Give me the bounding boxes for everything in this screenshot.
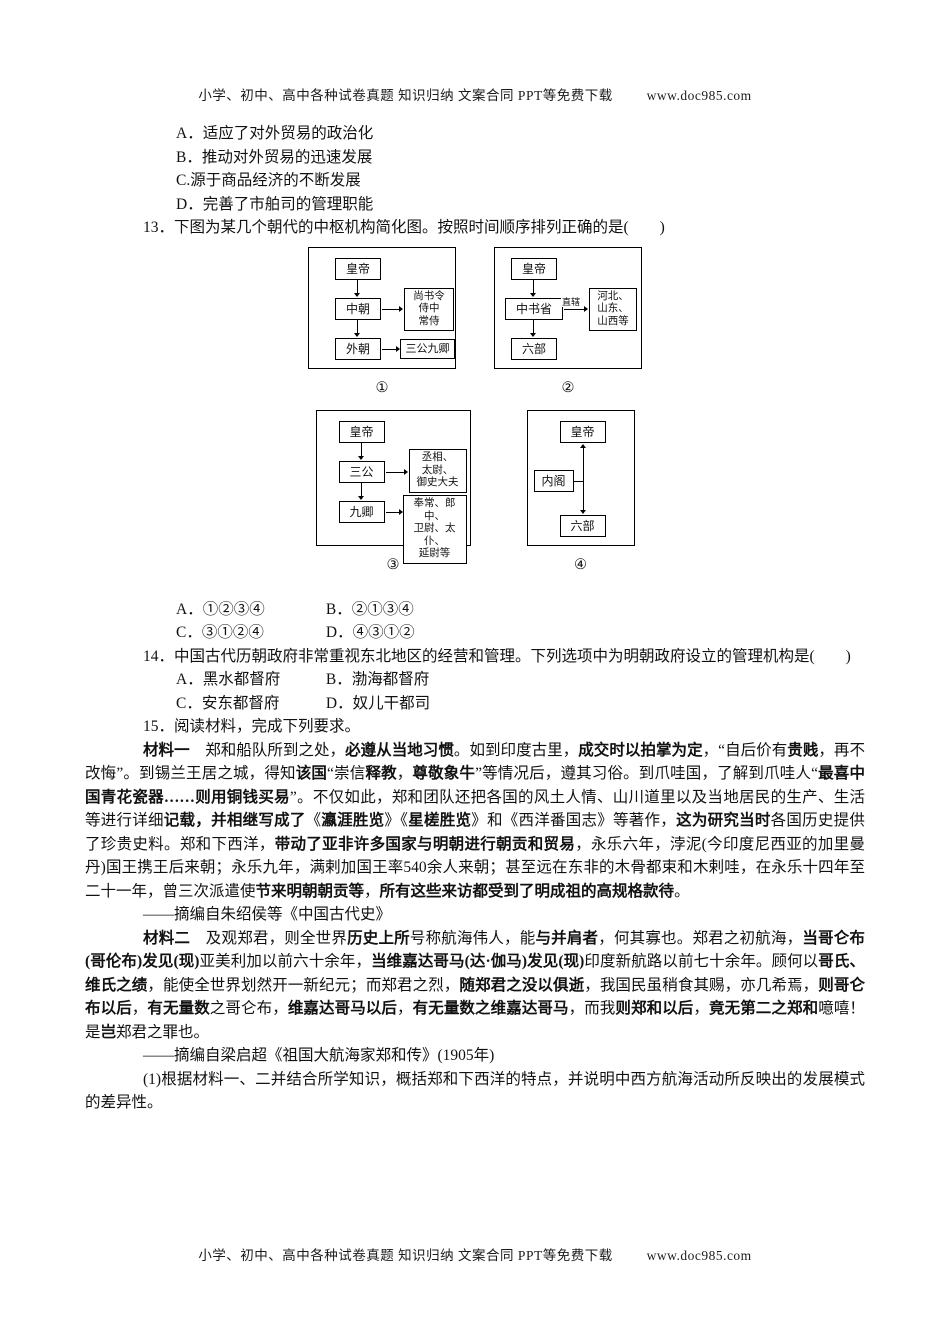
node-provinces: 河北、 山东、 山西等 — [589, 287, 637, 331]
arrow-down-icon — [530, 319, 536, 337]
question-15-stem: 15．阅读材料，完成下列要求。 — [143, 718, 361, 735]
diagram-row-2: 皇帝 三公 丞相、 太尉、 御史大夫 九卿 奉常、郎中、 卫尉、太仆、 延尉等 … — [85, 410, 865, 578]
node-six-ministries: 六部 — [559, 515, 606, 537]
node-inner-court: 中朝 — [335, 297, 381, 320]
question-12-option-d: D．完善了市舶司的管理职能 — [176, 195, 374, 213]
node-emperor: 皇帝 — [338, 421, 385, 443]
diagram-2: 皇帝 中书省 直辖 河北、 山东、 山西等 六部 ② — [494, 246, 642, 401]
edge-label-direct-rule: 直辖 — [561, 296, 582, 307]
arrow-right-icon — [382, 345, 400, 352]
connector-line — [573, 481, 583, 482]
header-banner-url-link[interactable]: www.doc985.com — [646, 88, 752, 103]
diagram-2-frame: 皇帝 中书省 直辖 河北、 山东、 山西等 六部 — [494, 246, 642, 369]
question-14-stem: 14．中国古代历朝政府非常重视东北地区的经营和管理。下列选项中为明朝政府设立的管… — [143, 647, 851, 665]
node-sangong: 三公 — [338, 461, 385, 483]
material-one-source: ——摘编自朱绍侯等《中国古代史》 — [143, 906, 392, 923]
question-14-options-row-1: A．黑水都督府 B．渤海都督府 — [85, 668, 865, 692]
node-outer-court: 外朝 — [335, 337, 381, 360]
diagram-1-label: ① — [375, 379, 389, 396]
node-sangong-jiuqing: 三公九卿 — [400, 338, 455, 359]
question-13-option-d: D．④③①② — [325, 624, 415, 641]
arrow-right-icon — [564, 305, 588, 312]
node-emperor: 皇帝 — [511, 257, 557, 280]
arrow-down-icon — [354, 319, 360, 337]
question-13-option-a: A．①②③④ — [176, 600, 265, 618]
header-banner-text: 小学、初中、高中各种试卷真题 知识归纳 文案合同 PPT等免费下载 — [198, 88, 613, 103]
footer-banner-url-link[interactable]: www.doc985.com — [646, 1248, 752, 1263]
arrow-right-icon — [385, 509, 403, 515]
node-shangshuling: 尚书令 侍中 常侍 — [404, 287, 454, 331]
node-six-ministries: 六部 — [511, 337, 557, 360]
material-two-paragraph: 材料二 及观郑君，则全世界历史上所号称航海伟人，能与并肩者，何其寡也。郑君之初航… — [85, 929, 865, 1041]
question-13-options-row-1: A．①②③④ B．②①③④ — [85, 598, 865, 622]
arrow-right-icon — [385, 469, 408, 475]
node-neige: 内阁 — [533, 470, 574, 492]
diagram-1: 皇帝 中朝 尚书令 侍中 常侍 外朝 三公九卿 ① — [308, 246, 456, 401]
footer-banner-text: 小学、初中、高中各种试卷真题 知识归纳 文案合同 PPT等免费下载 — [198, 1248, 613, 1263]
question-12-option-c: C.源于商品经济的不断发展 — [176, 172, 361, 189]
question-14-option-c: C．安东都督府 — [176, 694, 280, 712]
question-13-option-c: C．③①②④ — [176, 624, 264, 641]
question-14-option-a: A．黑水都督府 — [176, 671, 281, 688]
diagram-2-label: ② — [561, 379, 575, 396]
diagram-4: 皇帝 内阁 六部 ④ — [526, 410, 635, 578]
diagram-3-label: ③ — [386, 557, 400, 573]
diagram-4-frame: 皇帝 内阁 六部 — [526, 410, 635, 546]
diagram-row-1: 皇帝 中朝 尚书令 侍中 常侍 外朝 三公九卿 ① 皇帝 — [85, 246, 865, 401]
arrow-down-icon — [354, 279, 360, 297]
arrow-down-icon — [530, 279, 536, 297]
question-13-stem: 13．下图为某几个朝代的中枢机构简化图。按照时间顺序排列正确的是( ) — [143, 219, 665, 236]
question-14-options-row-2: C．安东都督府 D．奴儿干都司 — [85, 692, 865, 716]
node-zhongshusheng: 中书省 — [505, 297, 563, 320]
material-two-source: ——摘编自梁启超《祖国大航海家郑和传》(1905年) — [143, 1047, 495, 1064]
node-chengxiang-taiwei: 丞相、 太尉、 御史大夫 — [408, 449, 467, 493]
question-13-diagrams: 皇帝 中朝 尚书令 侍中 常侍 外朝 三公九卿 ① 皇帝 — [85, 246, 865, 578]
node-emperor: 皇帝 — [335, 257, 381, 280]
diagram-1-frame: 皇帝 中朝 尚书令 侍中 常侍 外朝 三公九卿 — [308, 246, 456, 369]
node-fengchang-langzhong: 奉常、郎中、 卫尉、太仆、 延尉等 — [402, 495, 467, 564]
question-12-option-a: A．适应了对外贸易的政治化 — [176, 125, 374, 142]
question-13-option-b: B．②①③④ — [325, 600, 414, 618]
question-15-sub-question-1: (1)根据材料一、二并结合所学知识，概括郑和下西洋的特点，并说明中西方航海活动所… — [85, 1070, 865, 1112]
footer-banner: 小学、初中、高中各种试卷真题 知识归纳 文案合同 PPT等免费下载 www.do… — [0, 1244, 950, 1264]
diagram-3: 皇帝 三公 丞相、 太尉、 御史大夫 九卿 奉常、郎中、 卫尉、太仆、 延尉等 … — [315, 410, 471, 578]
material-one-paragraph: 材料一 郑和船队所到之处，必遵从当地习惯。如到印度古里，成交时以拍掌为定，“自后… — [85, 741, 865, 900]
diagram-3-frame: 皇帝 三公 丞相、 太尉、 御史大夫 九卿 奉常、郎中、 卫尉、太仆、 延尉等 — [315, 410, 471, 564]
question-12-option-b: B．推动对外贸易的迅速发展 — [176, 148, 373, 166]
question-14-option-d: D．奴儿干都司 — [325, 694, 431, 712]
question-14-option-b: B．渤海都督府 — [325, 671, 430, 688]
document-content: A．适应了对外贸易的政治化 B．推动对外贸易的迅速发展 C.源于商品经济的不断发… — [85, 122, 865, 1115]
arrow-up-down-icon — [579, 444, 586, 514]
arrow-right-icon — [382, 305, 403, 312]
diagram-4-label: ④ — [574, 557, 587, 573]
header-banner: 小学、初中、高中各种试卷真题 知识归纳 文案合同 PPT等免费下载 www.do… — [0, 84, 950, 104]
arrow-down-icon — [357, 443, 364, 460]
arrow-down-icon — [357, 483, 364, 500]
node-jiuqing: 九卿 — [338, 501, 385, 523]
node-emperor: 皇帝 — [559, 421, 606, 443]
question-13-options-row-2: C．③①②④ D．④③①② — [85, 621, 865, 645]
